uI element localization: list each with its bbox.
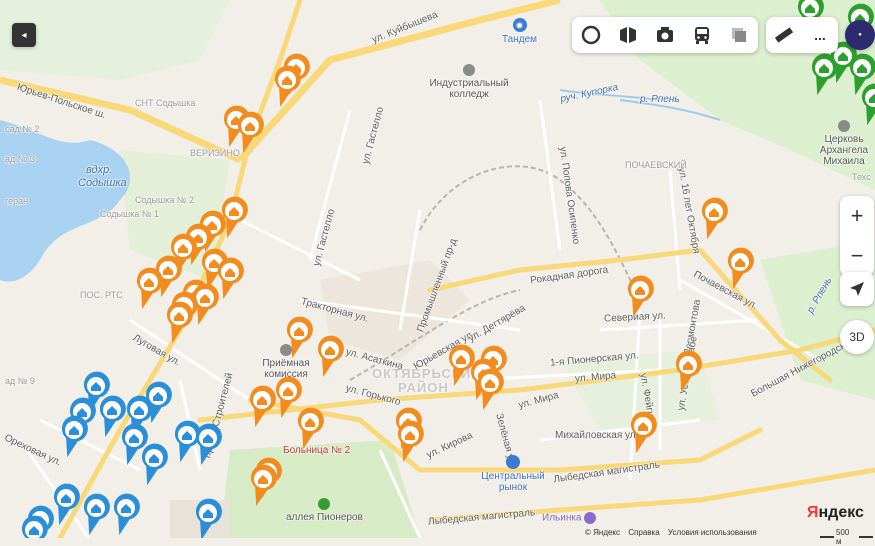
- panorama-button[interactable]: [613, 20, 643, 50]
- transport-button[interactable]: [687, 20, 717, 50]
- transport-icon: [695, 27, 710, 44]
- view-3d-button[interactable]: 3D: [840, 320, 874, 354]
- scale-label: 500 м: [835, 528, 850, 546]
- panorama-icon: [619, 27, 636, 43]
- layers-icon: [732, 28, 747, 42]
- collapse-panel-button[interactable]: ◂: [12, 23, 36, 47]
- terms-link[interactable]: Условия использования: [667, 528, 757, 537]
- more-icon: ...: [814, 27, 826, 43]
- help-link[interactable]: Справка: [628, 528, 660, 537]
- yandex-logo: Яндекс: [807, 504, 864, 521]
- camera-button[interactable]: [650, 20, 680, 50]
- ruler-button[interactable]: [769, 20, 799, 50]
- avatar[interactable]: ●: [845, 20, 875, 50]
- zoom-in-button[interactable]: +: [850, 203, 864, 228]
- caret-left-icon: ◂: [21, 29, 27, 41]
- traffic-icon: [581, 25, 600, 45]
- copyright-text: © Яндекс: [585, 528, 621, 537]
- tools-toolbar: ...: [766, 17, 838, 53]
- zoom-out-button[interactable]: −: [850, 243, 864, 268]
- map-footer: © Яндекс Справка Условия использования: [585, 528, 763, 537]
- scale-bar: 500 м: [818, 528, 875, 546]
- layers-button[interactable]: [724, 20, 754, 50]
- zoom-control: + −: [840, 196, 874, 276]
- more-button[interactable]: ...: [805, 20, 835, 50]
- view-3d-label: 3D: [849, 330, 865, 344]
- layers-toolbar: [572, 17, 758, 53]
- camera-icon: [656, 27, 673, 42]
- locate-button[interactable]: [840, 272, 874, 306]
- ruler-icon: [774, 27, 794, 43]
- logo-icon: ●: [858, 32, 862, 38]
- locate-icon: [850, 282, 864, 296]
- traffic-button[interactable]: [576, 20, 606, 50]
